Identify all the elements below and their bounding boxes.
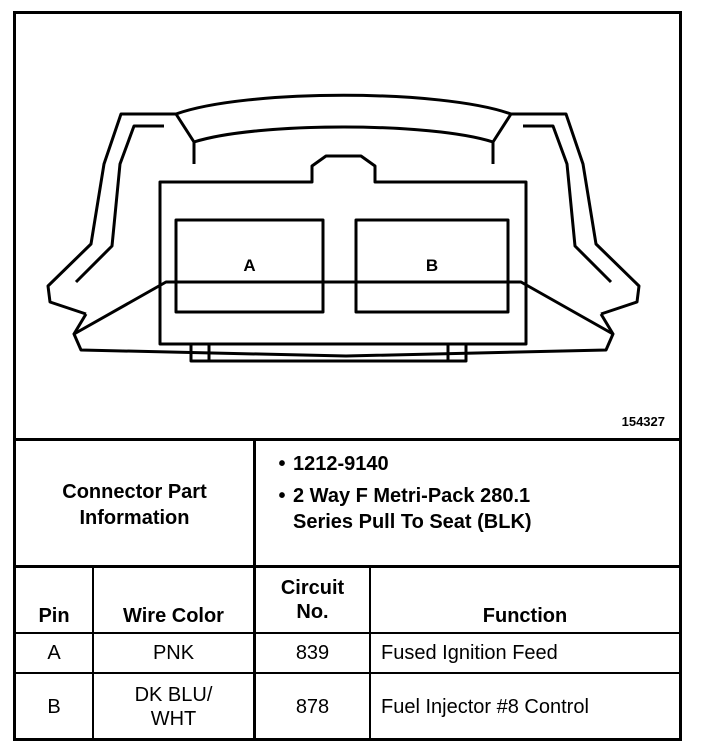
connector-description: 2 Way F Metri-Pack 280.1 Series Pull To … <box>293 485 532 533</box>
base-outline <box>72 280 615 358</box>
col-divider-2 <box>253 568 256 741</box>
figure-number: 154327 <box>621 414 665 429</box>
cavity-a <box>174 218 325 314</box>
header-circuit-line1: Circuit <box>280 577 345 599</box>
row-b-circuit: 878 <box>295 695 330 718</box>
connector-part-number: 1212-9140 <box>293 453 389 475</box>
row-b-pin: B <box>47 695 61 718</box>
header-pin: Pin <box>38 605 70 627</box>
top-arch-inner <box>193 125 494 144</box>
right-ear-inner <box>523 124 613 284</box>
header-circuit-line2: No. <box>296 601 329 623</box>
separator-table <box>16 565 679 568</box>
row-a-pin: A <box>47 641 61 664</box>
connector-body <box>158 154 528 346</box>
connector-info-item: •1212-9140 <box>278 453 389 475</box>
connector-drawing: A B 154327 <box>16 14 679 438</box>
connector-info-list: •1212-9140 •2 Way F Metri-Pack 280.1 Ser… <box>271 451 671 541</box>
col-divider-1 <box>92 568 94 741</box>
row-a-wire-color: PNK <box>152 641 195 664</box>
separator-drawing <box>16 438 679 441</box>
connector-diagram-frame: A B 154327 Connector Part Information •1… <box>13 11 682 741</box>
header-function: Function <box>482 605 568 627</box>
cavity-a-label: A <box>243 256 256 275</box>
row-b-function: Fuel Injector #8 Control <box>381 695 589 718</box>
left-ear-inner <box>74 124 164 284</box>
header-circuit: Circuit No. <box>256 568 369 632</box>
header-wire-color: Wire Color <box>123 605 224 627</box>
row-a-function: Fused Ignition Feed <box>381 641 558 664</box>
row-b-wire-color: DK BLU/ WHT <box>94 674 253 740</box>
right-ear-outline <box>511 112 641 316</box>
cavity-b-label: B <box>425 256 439 275</box>
row-divider-a <box>16 672 679 674</box>
cavity-b <box>354 218 510 314</box>
left-ear-outline <box>46 112 176 316</box>
top-arch-outer <box>175 93 512 116</box>
row-b-wire-color-line1: DK BLU/ <box>134 684 213 706</box>
row-divider-header <box>16 632 679 634</box>
connector-info-label-line2: Information <box>79 506 190 529</box>
connector-info-label: Connector Part Information <box>16 441 253 568</box>
info-divider <box>253 438 256 568</box>
row-b-wire-color-line2: WHT <box>150 708 197 730</box>
col-divider-3 <box>369 568 371 741</box>
connector-illustration <box>46 93 641 363</box>
connector-info-item: •2 Way F Metri-Pack 280.1 Series Pull To… <box>271 483 541 535</box>
row-a-circuit: 839 <box>295 641 330 664</box>
connector-info-label-line1: Connector Part <box>62 480 207 503</box>
